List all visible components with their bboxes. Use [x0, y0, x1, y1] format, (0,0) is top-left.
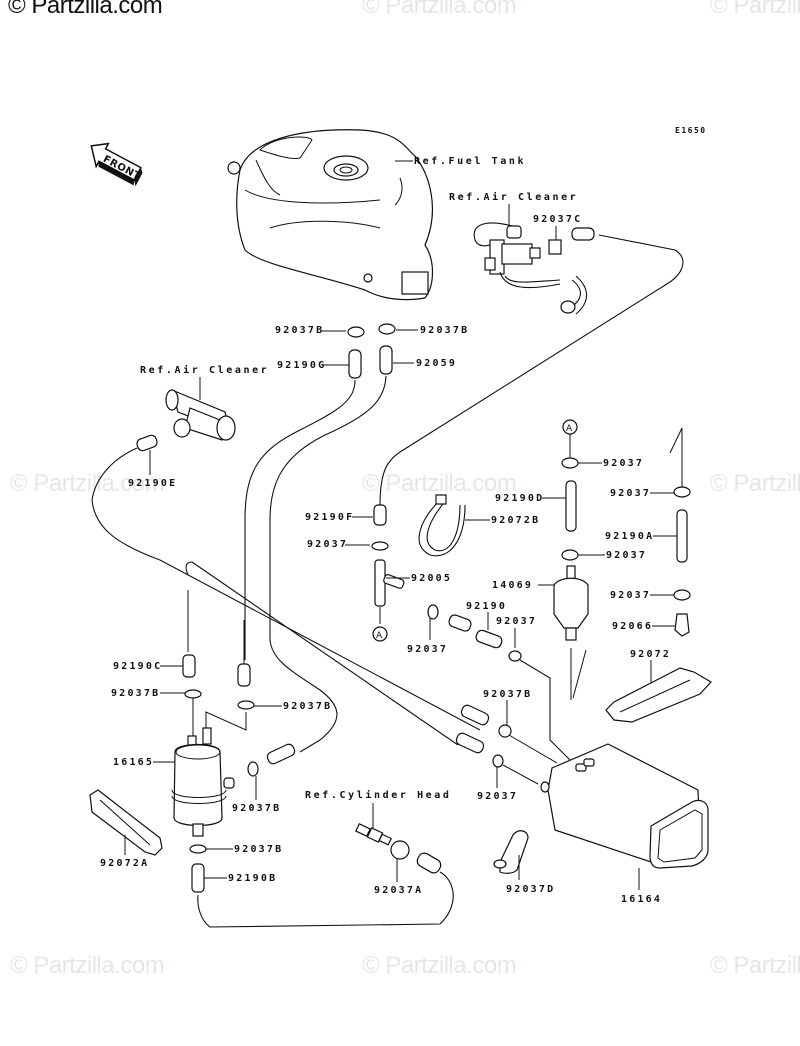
clamp-92037 — [492, 754, 504, 768]
part-label-92005[interactable]: 92005 — [411, 573, 452, 584]
part-label-92037[interactable]: 92037 — [307, 539, 348, 550]
part-label-92037D[interactable]: 92037D — [506, 884, 555, 895]
diagram-code: E1650 — [675, 126, 707, 135]
part-label-92190F[interactable]: 92190F — [305, 512, 354, 523]
band-92072 — [605, 667, 712, 723]
watermark: © Partzilla.com — [710, 470, 800, 497]
watermark: © Partzilla.com — [10, 470, 165, 497]
part-label-92037[interactable]: 92037 — [610, 590, 651, 601]
part-label-92037[interactable]: 92037 — [610, 488, 651, 499]
part-label-14069[interactable]: 14069 — [492, 580, 533, 591]
part-label-92037B[interactable]: 92037B — [483, 689, 532, 700]
part-label-92037A[interactable]: 92037A — [374, 885, 423, 896]
part-label-92072B[interactable]: 92072B — [491, 515, 540, 526]
watermark: © Partzilla.com — [710, 952, 800, 979]
part-label-92190C[interactable]: 92190C — [113, 661, 162, 672]
clamp-92037B — [184, 689, 202, 699]
ref-fuel-tank-label: Ref.Fuel Tank — [414, 156, 526, 167]
front-arrow-icon: FRONT — [90, 142, 143, 187]
part-label-92037C[interactable]: 92037C — [533, 214, 582, 225]
tube-92190 — [475, 629, 503, 649]
tube — [237, 663, 251, 687]
watermark: © Partzilla.com — [10, 952, 165, 979]
part-label-92066[interactable]: 92066 — [612, 621, 653, 632]
part-label-16164[interactable]: 16164 — [621, 894, 662, 905]
tube-92190E — [136, 434, 158, 452]
part-label-92037[interactable]: 92037 — [496, 616, 537, 627]
tube-92190A — [676, 509, 688, 563]
part-label-16165[interactable]: 16165 — [113, 757, 154, 768]
air-cleaner-t-joint — [165, 388, 236, 441]
clamp-92037B — [247, 761, 259, 777]
clamp-92037 — [508, 650, 522, 662]
clamp-92037 — [673, 486, 691, 498]
tube-92190F — [373, 504, 387, 526]
part-label-92037[interactable]: 92037 — [477, 791, 518, 802]
part-label-92190A[interactable]: 92190A — [605, 531, 654, 542]
part-label-92037B[interactable]: 92037B — [420, 325, 469, 336]
clamp-92037B — [237, 700, 255, 710]
part-label-92037[interactable]: 92037 — [407, 644, 448, 655]
connector-marker-a-label: A — [566, 424, 573, 434]
ref-air-cleaner-left-label: Ref.Air Cleaner — [140, 364, 269, 376]
t-joint-92005 — [374, 559, 405, 607]
clamp-92037B — [498, 724, 512, 738]
clamp-92037 — [561, 457, 579, 469]
part-label-92190E[interactable]: 92190E — [128, 478, 177, 489]
tube — [416, 852, 442, 874]
cylinder-head-fitting — [355, 823, 393, 846]
part-label-92037[interactable]: 92037 — [606, 550, 647, 561]
fuel-tank — [227, 129, 434, 301]
clamp-92037A — [390, 840, 410, 860]
clamp-92037 — [673, 589, 691, 601]
clamp-92037D — [499, 830, 529, 874]
canister-16164 — [540, 743, 709, 869]
air-cleaner-valve-assembly — [473, 222, 588, 315]
tube — [448, 614, 472, 632]
part-label-92037B[interactable]: 92037B — [283, 701, 332, 712]
part-label-92037B[interactable]: 92037B — [275, 325, 324, 336]
tube-92190B — [191, 863, 205, 893]
part-label-92037B[interactable]: 92037B — [111, 688, 160, 699]
part-label-92072A[interactable]: 92072A — [100, 858, 149, 869]
clamp-92037 — [427, 604, 439, 620]
watermark: © Partzilla.com — [710, 0, 800, 19]
watermark-header: © Partzilla.com — [8, 0, 163, 19]
clamp-92037C — [548, 239, 562, 255]
tube-92190D — [565, 480, 577, 532]
ref-cylinder-head-label: Ref.Cylinder Head — [305, 789, 452, 801]
ref-air-cleaner-top-label: Ref.Air Cleaner — [449, 191, 578, 203]
part-label-92190D[interactable]: 92190D — [495, 493, 544, 504]
part-label-92190[interactable]: 92190 — [466, 601, 507, 612]
hose-end — [571, 227, 595, 241]
band-92072A — [89, 789, 163, 856]
part-label-92059[interactable]: 92059 — [416, 358, 457, 369]
clamp-92037B — [347, 326, 365, 338]
part-label-92190G[interactable]: 92190G — [277, 360, 326, 371]
tube-92190C — [182, 654, 196, 678]
clamp-92037 — [371, 541, 389, 551]
clamp-92037B — [378, 323, 396, 335]
fuel-pump-16165 — [171, 727, 235, 837]
band-92072B — [418, 494, 466, 557]
part-label-92037B[interactable]: 92037B — [234, 844, 283, 855]
part-label-92072[interactable]: 92072 — [630, 649, 671, 660]
part-label-92037[interactable]: 92037 — [603, 458, 644, 469]
watermark: © Partzilla.com — [362, 952, 517, 979]
tube-92190G — [348, 349, 362, 379]
watermark: © Partzilla.com — [362, 0, 517, 19]
plug-92066 — [674, 613, 690, 637]
watermark: © Partzilla.com — [362, 470, 517, 497]
part-label-92037B[interactable]: 92037B — [232, 803, 281, 814]
tube — [460, 704, 490, 726]
connector-marker-a-label: A — [376, 631, 383, 641]
connector-marker-a — [372, 626, 388, 642]
tube — [455, 732, 485, 754]
fuel-filter-14069 — [553, 565, 589, 641]
tube-92059 — [379, 345, 393, 375]
clamp-92037 — [561, 549, 579, 561]
clamp-92037B — [189, 844, 207, 854]
tube — [266, 743, 296, 765]
part-label-92190B[interactable]: 92190B — [228, 873, 277, 884]
